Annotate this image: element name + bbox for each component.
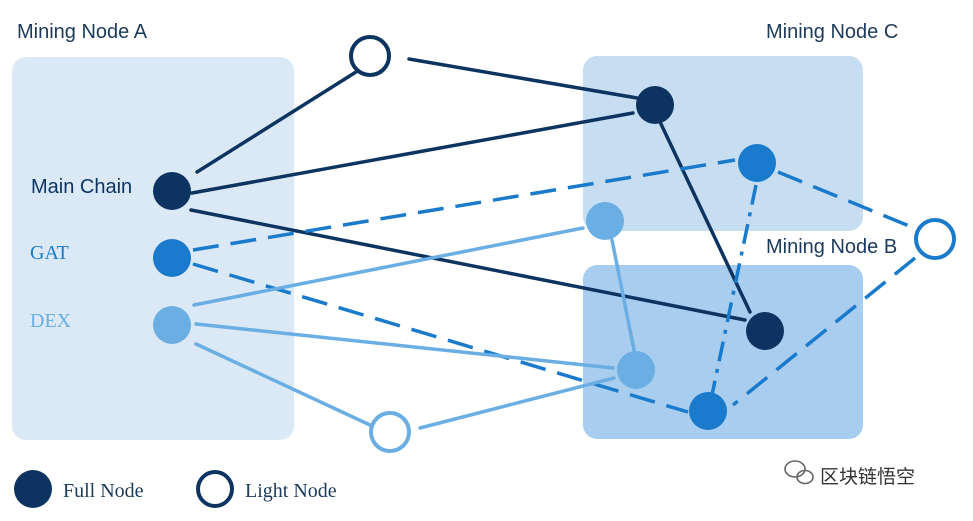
full-node-main-chain [153,172,191,210]
gat-link [731,256,917,407]
gat-link [777,170,915,230]
gat-link [192,158,736,252]
region-mining-node-a [12,57,294,440]
legend-light-node-icon [196,470,234,508]
dex-link [418,376,616,430]
region-title-a: Mining Node A [17,21,148,43]
full-node-dex [586,202,624,240]
row-label-gat: GAT [30,242,69,264]
dex-link [194,322,615,370]
region-mining-node-c [583,56,863,231]
row-label-main-chain: Main Chain [31,176,133,198]
dex-link [192,226,585,307]
legend-light-node-label: Light Node [245,480,337,502]
full-node-gat [689,392,727,430]
full-node-main-chain [636,86,674,124]
gat-link [710,184,758,396]
main-chain-link [195,70,358,174]
region-title-c: Mining Node C [766,21,899,43]
full-node-main-chain [746,312,784,350]
light-node [349,35,391,77]
row-label-dex: DEX [30,310,72,332]
full-node-dex [617,351,655,389]
light-node [369,411,411,453]
full-node-gat [738,144,776,182]
region-title-b: Mining Node B [766,236,898,258]
main-chain-link [190,111,635,195]
legend-full-node-label: Full Node [63,480,144,502]
watermark-text: 区块链悟空 [820,466,916,488]
full-node-dex [153,306,191,344]
legend-full-node-icon [14,470,52,508]
light-node [914,218,956,260]
main-chain-link [407,57,639,100]
main-chain-link [189,208,747,322]
dex-link [610,238,636,352]
full-node-gat [153,239,191,277]
dex-link [194,342,372,427]
region-mining-node-b [583,265,863,439]
wechat-icon [784,460,814,485]
